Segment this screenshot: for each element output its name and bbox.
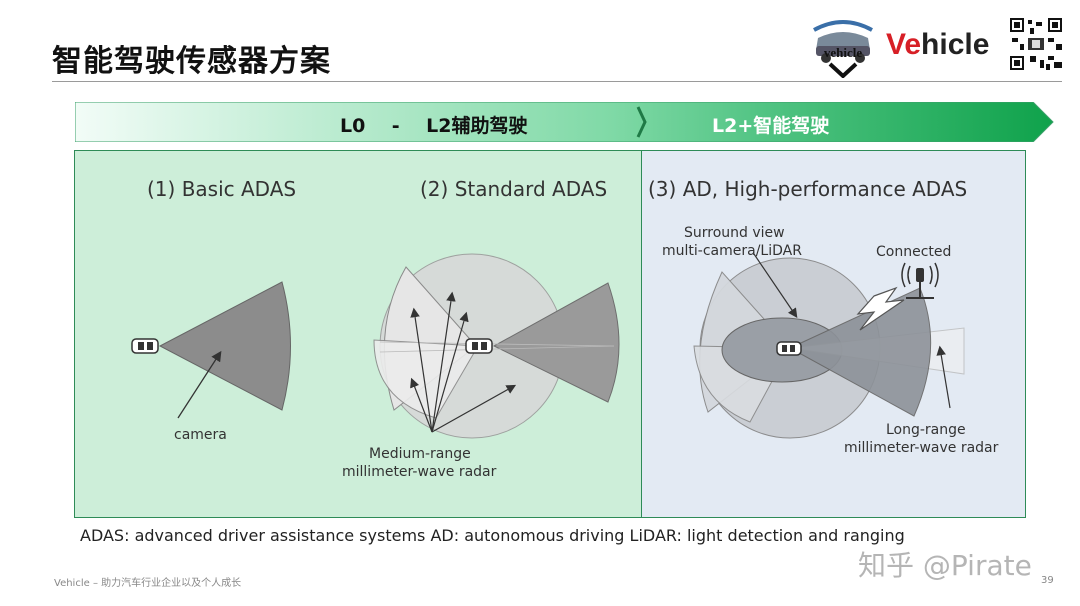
medium-range-label-2: millimeter-wave radar	[342, 464, 497, 480]
basic-adas-scene: camera	[131, 281, 291, 443]
title-divider	[52, 81, 1062, 82]
standard-adas-heading: (2) Standard ADAS	[420, 177, 607, 201]
connected-label: Connected	[876, 244, 951, 260]
camera-label: camera	[174, 427, 227, 443]
car-icon	[465, 338, 493, 354]
surround-view-label-1: Surround view	[684, 225, 785, 241]
standard-adas-scene: Medium-range millimeter-wave radar	[342, 253, 620, 480]
car-icon	[131, 338, 159, 354]
camera-arrow	[177, 350, 222, 419]
front-radar-fov	[492, 282, 620, 403]
qr-code-icon	[1008, 16, 1064, 72]
watermark: 知乎 @Pirate	[858, 549, 1032, 582]
vehicle-logo-emblem: vehicle	[813, 20, 873, 78]
logo-emblem-text: vehicle	[824, 45, 862, 60]
lightning-icon	[856, 286, 905, 331]
abbreviation-footnote: ADAS: advanced driver assistance systems…	[80, 526, 905, 545]
banner-l2plus-label: L2+智能驾驶	[712, 115, 830, 137]
footer-slogan: Vehicle – 助力汽车行业企业以及个人成长	[54, 578, 242, 589]
banner-l0-l2-label: L0 - L2辅助驾驶	[340, 115, 528, 137]
level-banner	[75, 102, 1054, 142]
long-range-label-1: Long-range	[886, 422, 966, 438]
rear-right-radar-fov	[373, 339, 479, 419]
advanced-adas-scene: Surround view multi-camera/LiDAR Connect…	[662, 225, 999, 456]
page-number: 39	[1041, 575, 1054, 586]
page-title: 智能驾驶传感器方案	[52, 44, 331, 79]
surround-view-label-2: multi-camera/LiDAR	[662, 243, 802, 259]
advanced-adas-heading: (3) AD, High-performance ADAS	[648, 177, 967, 201]
sensor-diagram: (1) Basic ADAS (2) Standard ADAS (3) AD,…	[74, 150, 1026, 518]
camera-fov	[158, 281, 291, 411]
basic-adas-heading: (1) Basic ADAS	[147, 177, 296, 201]
vehicle-logo-text: Vehicle	[886, 28, 989, 62]
medium-range-label-1: Medium-range	[369, 446, 471, 462]
antenna-icon	[901, 262, 939, 299]
logo-prefix: Ve	[886, 28, 922, 61]
car-icon	[776, 341, 802, 356]
logo-suffix: hicle	[921, 28, 990, 61]
long-range-label-2: millimeter-wave radar	[844, 440, 999, 456]
front-radar-fov	[788, 287, 932, 417]
